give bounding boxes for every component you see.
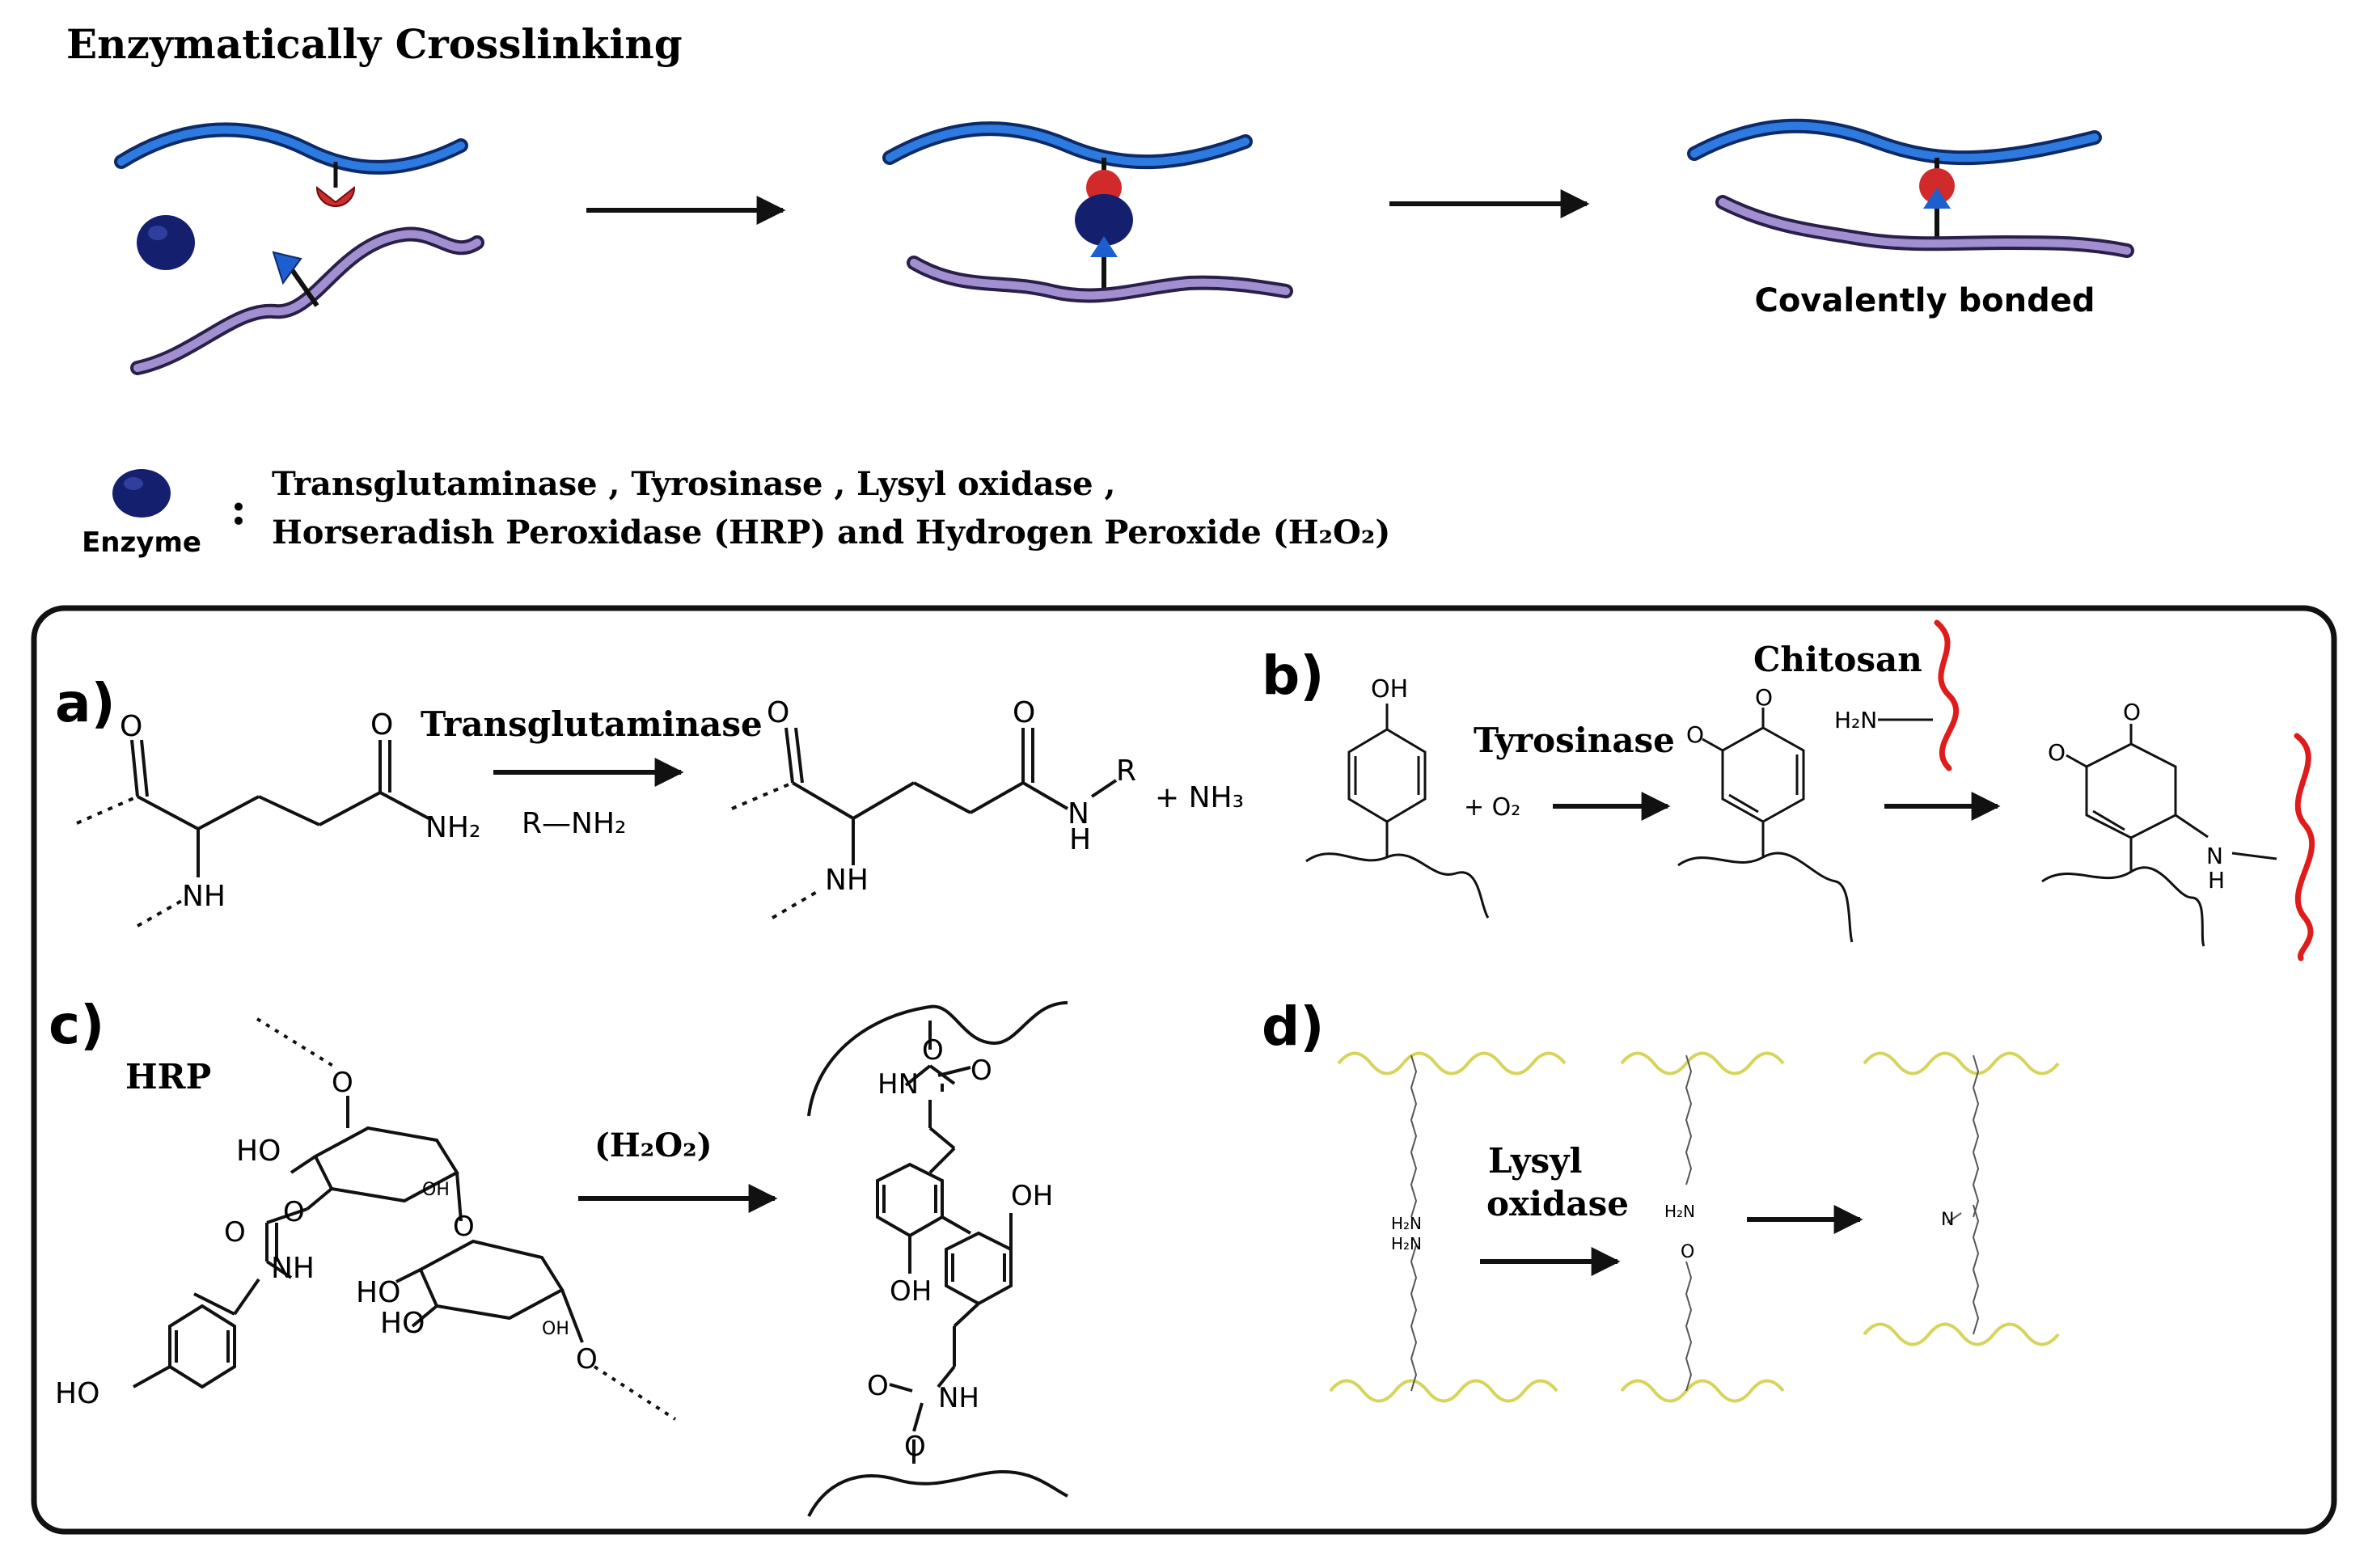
legend-line-2: Horseradish Peroxidase (HRP) and Hydroge… <box>272 514 1390 552</box>
atom-nh: NH <box>182 880 226 913</box>
panel-a: a) O O NH₂ NH Transglutaminase R—NH₂ <box>55 672 1244 928</box>
red-reactive-group <box>315 185 356 207</box>
atom-nh: NH <box>825 864 869 897</box>
tyrosinase-label: Tyrosinase <box>1474 721 1675 760</box>
atom-ho: HO <box>55 1377 99 1410</box>
atom-h2n: H₂N <box>1834 707 1877 733</box>
atom-h2n: H₂N <box>1391 1234 1422 1253</box>
atom-o: O <box>283 1196 305 1228</box>
blue-reactive-group <box>1923 188 1951 209</box>
atom-o: O <box>332 1067 353 1099</box>
lysyl-oxidase-label-line2: oxidase <box>1486 1184 1629 1224</box>
atom-o: O <box>867 1370 889 1402</box>
panel-c-label: c) <box>49 994 104 1056</box>
chitosan-chain <box>1934 619 1960 771</box>
mechanism-box <box>31 605 2337 1535</box>
enzyme-sphere <box>1075 194 1133 246</box>
scheme-step-1 <box>114 122 484 375</box>
atom-ho: HO <box>380 1307 425 1340</box>
atom-n: N <box>1068 797 1089 830</box>
atom-oh: OH <box>890 1275 932 1308</box>
figure-title: Enzymatically Crosslinking <box>66 20 683 68</box>
chitosan-chain <box>2294 733 2315 962</box>
byproduct-nh3: + NH₃ <box>1155 781 1244 814</box>
atom-nh: NH <box>938 1382 979 1414</box>
legend-separator: : <box>230 483 247 535</box>
atom-nh: NH <box>271 1252 315 1285</box>
atom-o: O <box>1013 696 1035 729</box>
atom-ho: HO <box>236 1135 281 1168</box>
reagent-o2: + O₂ <box>1464 793 1520 822</box>
red-reactive-group <box>1919 168 1955 204</box>
atom-o: O <box>1681 1242 1694 1262</box>
atom-o: O <box>120 710 142 743</box>
atom-o: O <box>453 1211 475 1243</box>
atom-o: O <box>904 1431 926 1463</box>
enzyme-legend: Enzyme : Transglutaminase , Tyrosinase ,… <box>82 465 1390 559</box>
atom-o: O <box>2123 699 2141 725</box>
atom-o: O <box>2048 739 2066 766</box>
atom-h: H <box>1069 823 1091 856</box>
enzyme-legend-icon <box>112 469 171 518</box>
atom-oh: OH <box>1371 675 1408 704</box>
lysyl-oxidase-label-line1: Lysyl <box>1488 1141 1582 1181</box>
atom-h2n: H₂N <box>1664 1202 1695 1221</box>
atom-o: O <box>1755 684 1773 711</box>
atom-o: O <box>1686 721 1704 748</box>
blue-reactive-group <box>272 251 302 285</box>
atom-oh: OH <box>1011 1180 1053 1212</box>
blue-reactive-group <box>1090 236 1118 257</box>
scheme-step-2 <box>882 121 1293 303</box>
transglutaminase-label: Transglutaminase <box>421 704 763 744</box>
atom-oh: OH <box>422 1180 450 1200</box>
atom-o: O <box>970 1054 992 1087</box>
atom-r: R <box>1116 754 1136 788</box>
atom-ho: HO <box>356 1276 400 1309</box>
panel-b-label: b) <box>1262 645 1324 707</box>
atom-nh2: NH₂ <box>425 811 480 844</box>
atom-hn: HN <box>877 1068 919 1101</box>
h2o2-label: (H₂O₂) <box>594 1126 713 1164</box>
reagent-r-nh2: R—NH₂ <box>522 807 626 840</box>
panel-d-label: d) <box>1262 995 1324 1058</box>
atom-h: H <box>2208 867 2225 894</box>
atom-o: O <box>370 708 393 742</box>
enzyme-sphere <box>137 215 195 270</box>
covalently-bonded-label: Covalently bonded <box>1754 282 2095 319</box>
panel-b: b) OH + O₂ Tyrosinase O O Chitosan H₂N <box>1262 619 2315 962</box>
scheme-step-3: Covalently bonded <box>1687 118 2134 319</box>
legend-line-1: Transglutaminase , Tyrosinase , Lysyl ox… <box>272 465 1115 503</box>
panel-a-label: a) <box>55 672 116 734</box>
atom-n: N <box>2206 843 2223 869</box>
panel-d: d) H₂N H₂N H₂N O N Lysyl oxidase <box>1262 995 2060 1403</box>
atom-o: O <box>767 696 789 729</box>
atom-oh: OH <box>542 1319 569 1339</box>
hrp-label: HRP <box>125 1057 211 1097</box>
atom-o: O <box>922 1034 944 1067</box>
atom-o: O <box>576 1343 598 1376</box>
atom-h2n: H₂N <box>1391 1214 1422 1233</box>
atom-n: N <box>1941 1210 1954 1230</box>
atom-o: O <box>224 1216 246 1249</box>
panel-c: c) HRP O HO O O NH <box>49 994 1068 1517</box>
chitosan-label: Chitosan <box>1753 640 1922 679</box>
enzyme-legend-label: Enzyme <box>82 526 201 559</box>
